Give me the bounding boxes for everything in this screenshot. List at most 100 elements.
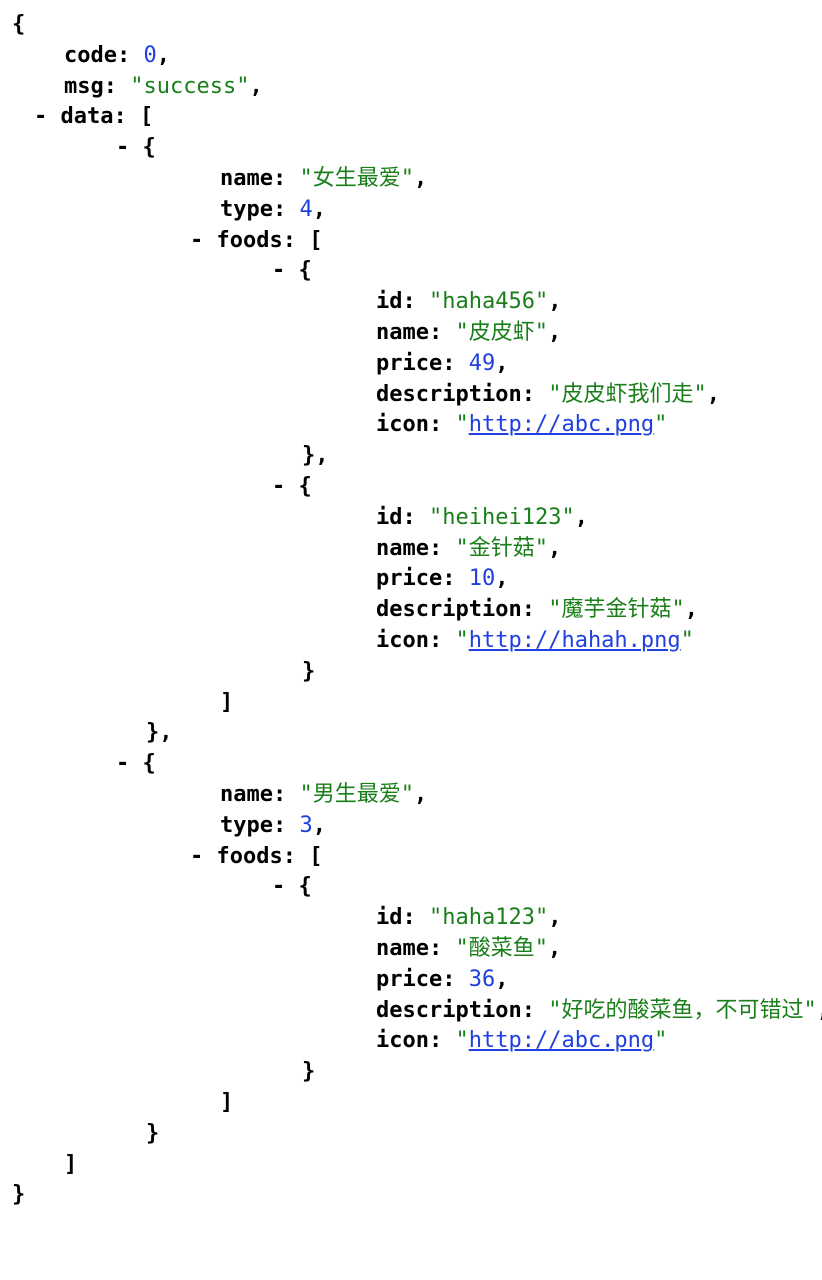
collapse-toggle[interactable]: - bbox=[34, 104, 48, 129]
collapse-toggle[interactable]: - bbox=[116, 751, 130, 776]
comma: , bbox=[548, 536, 562, 561]
close-bracket: ] bbox=[220, 690, 234, 715]
quote: " bbox=[654, 1028, 668, 1053]
collapse-toggle[interactable]: - bbox=[190, 228, 204, 253]
comma: , bbox=[548, 905, 562, 930]
open-brace: { bbox=[298, 474, 312, 499]
open-bracket: [ bbox=[139, 104, 154, 129]
comma: , bbox=[414, 782, 428, 807]
json-string-value: haha123 bbox=[442, 905, 535, 930]
quote: " bbox=[534, 536, 548, 561]
json-key: type bbox=[220, 197, 273, 222]
icon-url-link[interactable]: http://abc.png bbox=[468, 1028, 655, 1053]
quote: " bbox=[429, 905, 443, 930]
comma: , bbox=[574, 505, 588, 530]
json-line: price: 49, bbox=[376, 349, 508, 379]
collapse-toggle[interactable]: - bbox=[272, 874, 286, 899]
comma: , bbox=[495, 351, 509, 376]
json-string-value: 男生最爱 bbox=[312, 782, 401, 807]
json-line: - foods: [ bbox=[190, 226, 322, 256]
icon-url-link[interactable]: http://abc.png bbox=[468, 412, 655, 437]
quote: " bbox=[803, 998, 817, 1023]
colon: : bbox=[116, 43, 144, 68]
quote: " bbox=[654, 412, 668, 437]
comma: , bbox=[414, 166, 428, 191]
colon: : bbox=[428, 412, 456, 437]
comma: , bbox=[249, 74, 263, 99]
json-line: - data: [ bbox=[34, 102, 153, 132]
quote: " bbox=[455, 536, 469, 561]
json-key: price bbox=[376, 351, 443, 376]
comma: , bbox=[548, 320, 562, 345]
colon: : bbox=[428, 1028, 456, 1053]
comma: , bbox=[548, 289, 562, 314]
quote: " bbox=[400, 166, 414, 191]
json-key: type bbox=[220, 813, 273, 838]
json-string-value: haha456 bbox=[442, 289, 535, 314]
json-key: description bbox=[376, 998, 522, 1023]
close-brace: }, bbox=[302, 443, 329, 468]
json-line: - foods: [ bbox=[190, 842, 322, 872]
comma: , bbox=[495, 967, 509, 992]
colon: : bbox=[113, 104, 140, 129]
colon: : bbox=[272, 813, 300, 838]
json-line: - { bbox=[272, 256, 312, 286]
json-line: ] bbox=[64, 1150, 77, 1180]
json-string-value: 金针菇 bbox=[468, 536, 535, 561]
json-key: id bbox=[376, 289, 403, 314]
json-line: id: "heihei123", bbox=[376, 503, 588, 533]
quote: " bbox=[455, 936, 469, 961]
colon: : bbox=[103, 74, 131, 99]
quote: " bbox=[400, 782, 414, 807]
collapse-toggle[interactable]: - bbox=[190, 844, 204, 869]
quote: " bbox=[680, 628, 694, 653]
json-line: icon: "http://abc.png" bbox=[376, 410, 667, 440]
quote: " bbox=[534, 905, 549, 930]
open-bracket: [ bbox=[309, 228, 323, 253]
json-line: price: 36, bbox=[376, 965, 508, 995]
close-brace: } bbox=[146, 1121, 160, 1146]
json-line: }, bbox=[302, 441, 329, 471]
json-line: ] bbox=[220, 688, 233, 718]
comma: , bbox=[548, 936, 562, 961]
colon: : bbox=[272, 197, 300, 222]
icon-url-link[interactable]: http://hahah.png bbox=[468, 628, 681, 653]
quote: " bbox=[299, 166, 313, 191]
collapse-toggle[interactable]: - bbox=[272, 474, 286, 499]
json-string-value: 酸菜鱼 bbox=[468, 936, 535, 961]
colon: : bbox=[272, 166, 300, 191]
json-line: - { bbox=[116, 749, 156, 779]
collapse-toggle[interactable]: - bbox=[116, 135, 130, 160]
json-string-value: 皮皮虾 bbox=[468, 320, 535, 345]
json-number-value: 4 bbox=[299, 197, 313, 222]
json-key: name bbox=[376, 320, 429, 345]
json-number-value: 49 bbox=[468, 351, 496, 376]
json-line: name: "金针菇", bbox=[376, 534, 561, 564]
json-line: - { bbox=[116, 133, 156, 163]
comma: , bbox=[706, 382, 720, 407]
quote: " bbox=[548, 382, 562, 407]
quote: " bbox=[534, 289, 549, 314]
close-brace: } bbox=[12, 1182, 26, 1207]
json-key: icon bbox=[376, 1028, 429, 1053]
json-key: name bbox=[220, 782, 273, 807]
json-line: - { bbox=[272, 472, 312, 502]
json-line: name: "女生最爱", bbox=[220, 164, 427, 194]
json-line: } bbox=[302, 657, 315, 687]
colon: : bbox=[402, 505, 429, 530]
colon: : bbox=[428, 320, 456, 345]
json-line: type: 4, bbox=[220, 195, 326, 225]
json-key: description bbox=[376, 382, 522, 407]
comma: , bbox=[312, 813, 326, 838]
open-brace: { bbox=[142, 751, 156, 776]
close-bracket: ] bbox=[220, 1090, 234, 1115]
json-line: id: "haha123", bbox=[376, 903, 561, 933]
collapse-toggle[interactable]: - bbox=[272, 258, 286, 283]
json-string-value: success bbox=[143, 74, 237, 99]
json-line: ] bbox=[220, 1088, 233, 1118]
close-brace: } bbox=[302, 1059, 316, 1084]
close-bracket: ] bbox=[64, 1152, 78, 1177]
open-bracket: [ bbox=[309, 844, 323, 869]
json-key: name bbox=[220, 166, 273, 191]
